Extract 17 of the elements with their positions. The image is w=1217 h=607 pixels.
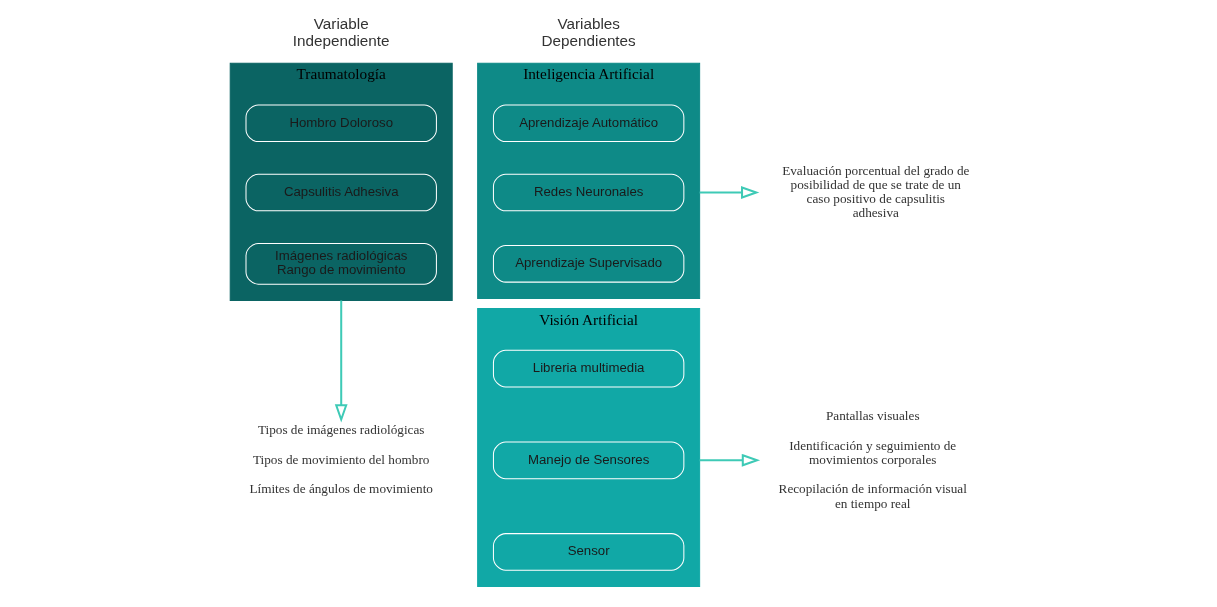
node-box: Redes Neuronales — [492, 173, 685, 212]
arrow — [699, 186, 760, 199]
node-text: Evaluación porcentual del grado de posibilidad de que se trate de un caso positivo de capsulitis adhesiva — [782, 162, 970, 221]
arrow — [334, 300, 348, 423]
node-box: Aprendizaje Automático — [492, 104, 685, 143]
node-box: Sensor — [492, 533, 685, 571]
label: Variables Dependientes — [541, 14, 636, 49]
node-box: Libreria multimedia — [492, 349, 685, 388]
node-box: Hombro Doloroso — [245, 104, 437, 143]
node-text: Tipos de imágenes radiológicas Tipos de movimiento del hombro Límites de ángulos de movimiento — [249, 422, 433, 497]
node-box: Aprendizaje Supervisado — [492, 244, 685, 283]
label: Variable Independiente — [292, 14, 390, 49]
node-box: Capsulitis Adhesiva — [245, 173, 437, 212]
node-text: Pantallas visuales Identificación y seguimiento de movimientos corporales Recopilación de información visual en tiempo real — [778, 407, 967, 511]
node-box: Imágenes radiológicas Rango de movimiento — [245, 242, 437, 285]
node-box: Manejo de Sensores — [492, 441, 685, 480]
arrow — [699, 453, 761, 467]
